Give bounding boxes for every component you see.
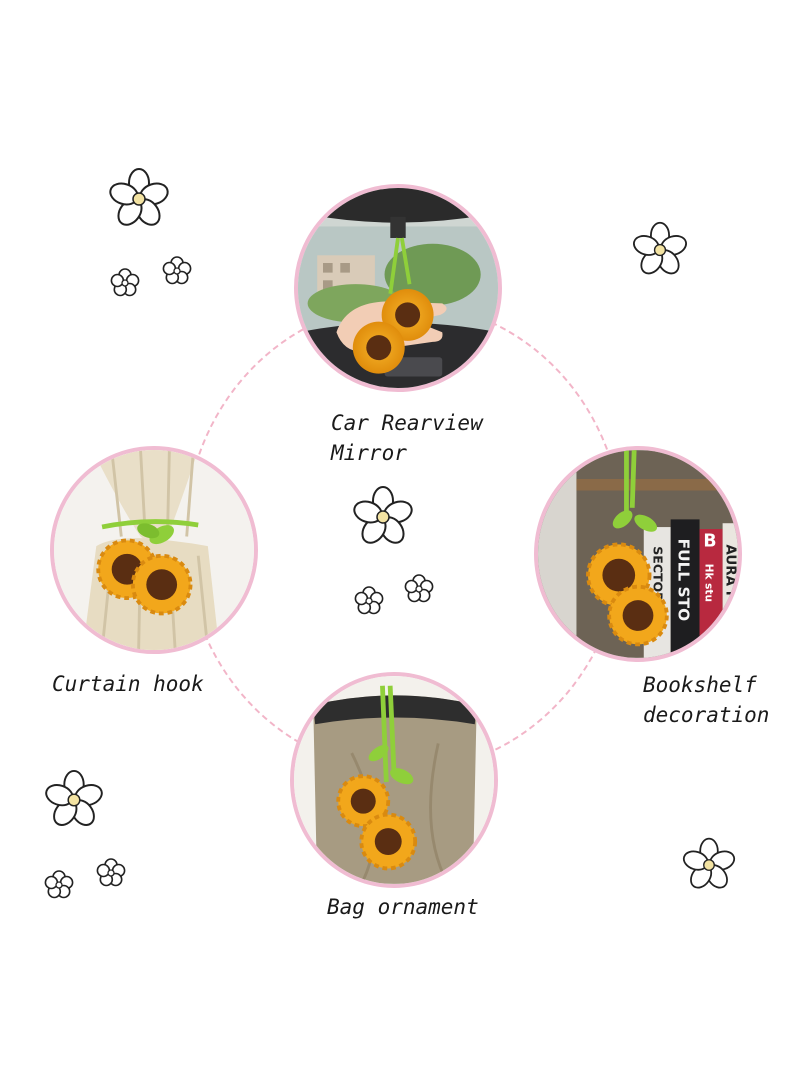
car-mirror-label: Car Rearview Mirror <box>331 408 483 468</box>
flower-doodle-icon <box>633 221 687 275</box>
book-letter: B <box>703 531 716 551</box>
flower-doodle-icon <box>109 168 169 226</box>
car-mirror-label-line2: Mirror <box>331 441 407 465</box>
book-spine-4: Hk stu <box>702 564 714 602</box>
book-spine-1: SECTOR <box>650 546 665 602</box>
book-spine-2: FULL STO <box>674 539 692 622</box>
bag-label: Bag ornament <box>327 895 479 919</box>
flower-doodle-icon <box>682 837 736 889</box>
small-flower-doodle-icon <box>44 870 74 899</box>
bag-photo <box>290 672 498 888</box>
curtain-photo <box>50 446 258 654</box>
small-flower-doodle-icon <box>96 858 126 887</box>
curtain-label: Curtain hook <box>52 672 204 696</box>
book-spine-3: AURA FO <box>722 544 737 611</box>
small-flower-doodle-icon <box>354 586 384 615</box>
bookshelf-label-line2: decoration <box>643 703 770 727</box>
car-mirror-photo <box>294 184 502 392</box>
flower-doodle-icon <box>45 769 103 826</box>
bookshelf-photo: SECTOR FULL STO Hk stu AURA FO B <box>534 446 742 662</box>
small-flower-doodle-icon <box>110 268 140 297</box>
bookshelf-label-line1: Bookshelf <box>643 673 757 697</box>
small-flower-doodle-icon <box>162 256 192 285</box>
small-flower-doodle-icon <box>404 574 434 603</box>
flower-doodle-icon <box>353 486 413 544</box>
car-mirror-label-line1: Car Rearview <box>331 411 483 435</box>
bookshelf-label: Bookshelf decoration <box>643 670 769 730</box>
